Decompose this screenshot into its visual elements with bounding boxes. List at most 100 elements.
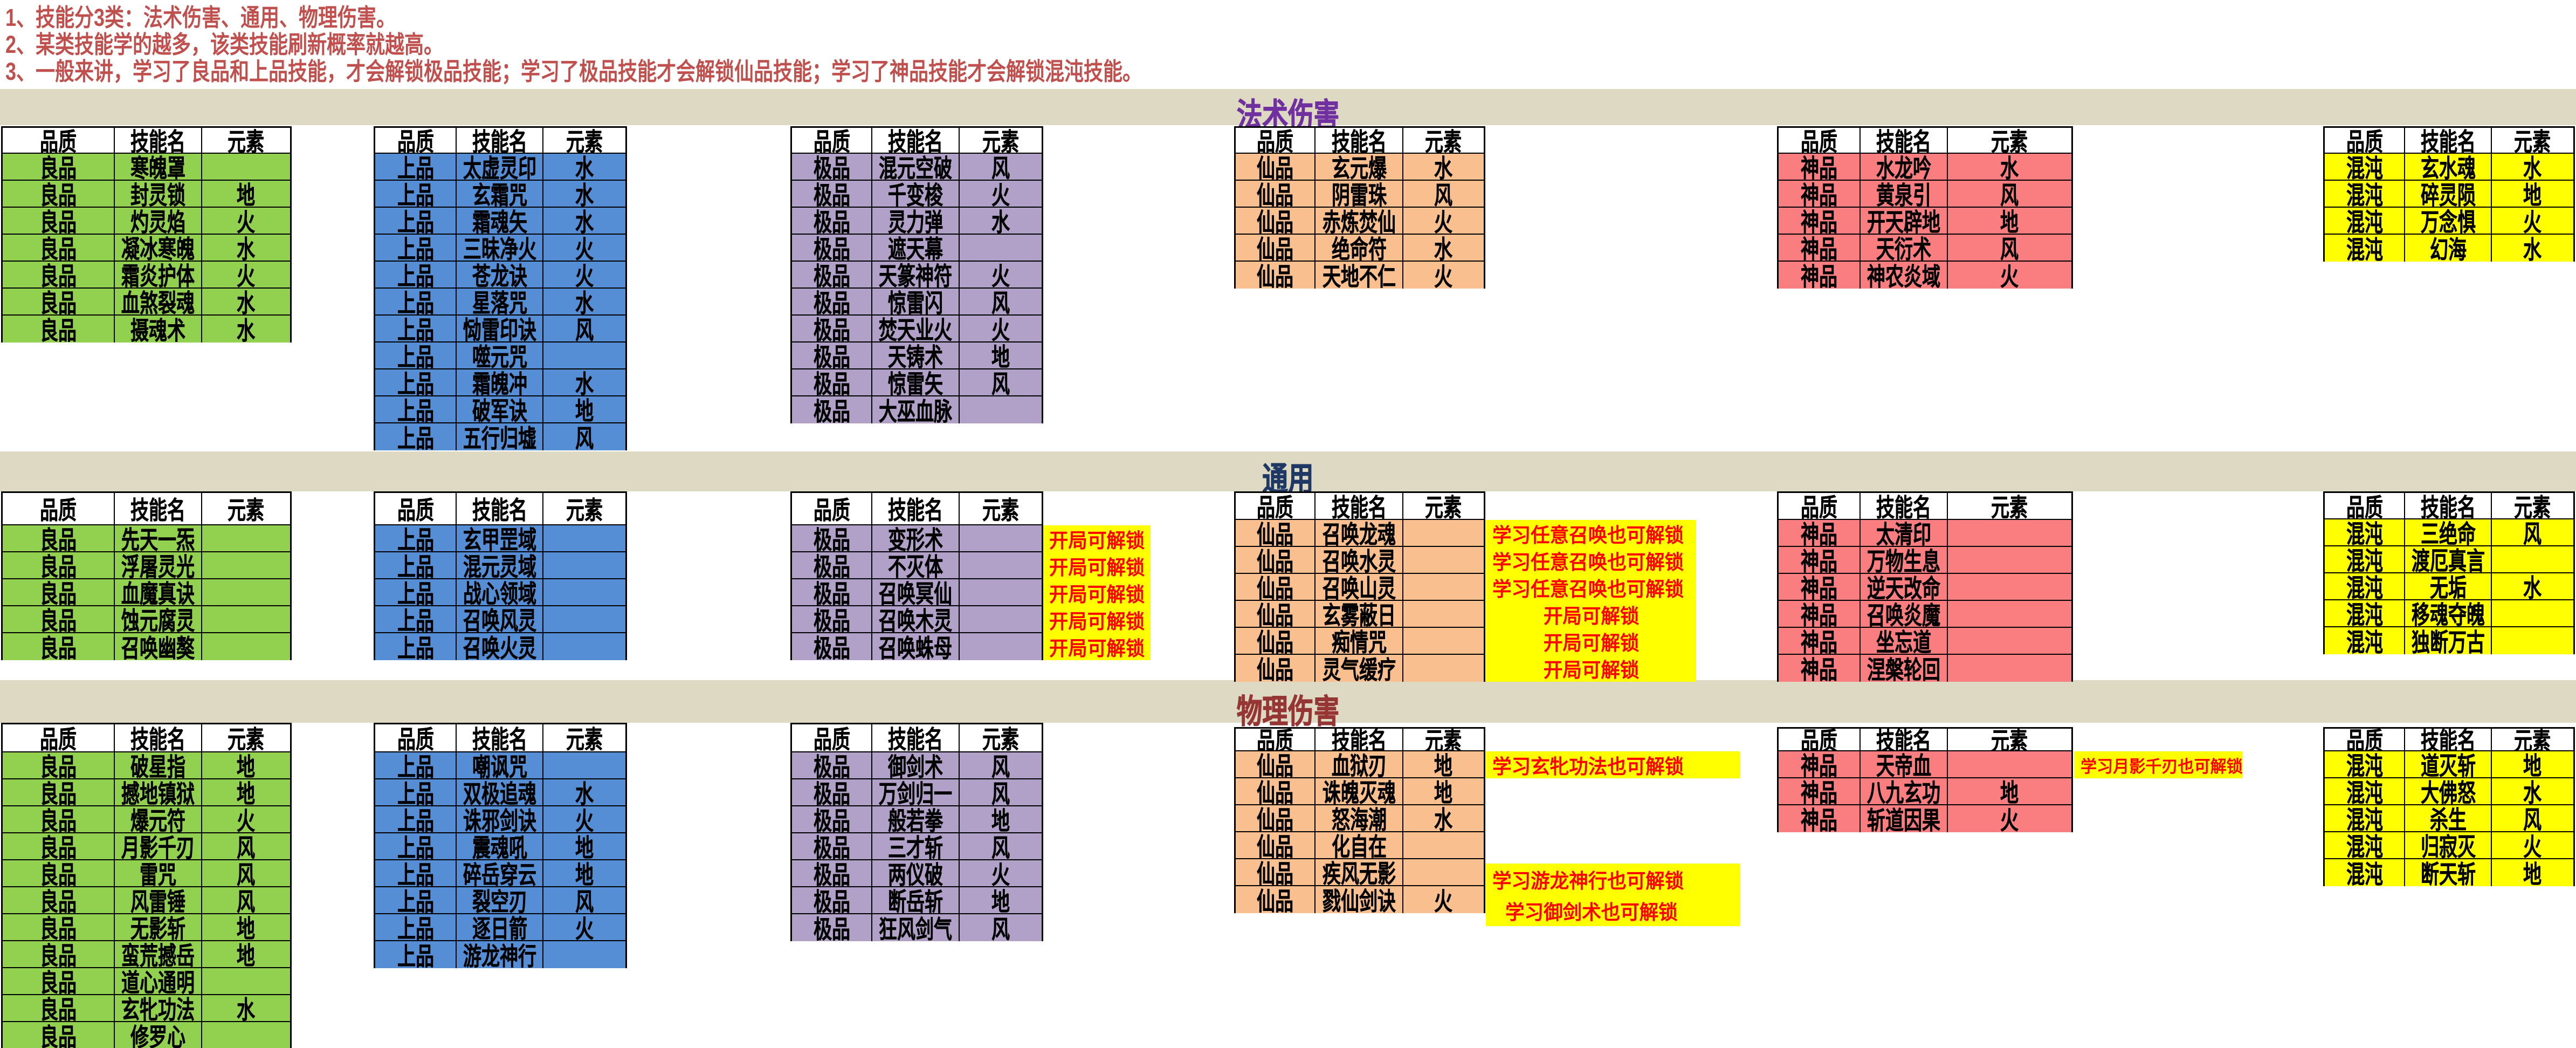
cell-quality[interactable]: 混沌 (2325, 600, 2406, 626)
cell-element[interactable] (2492, 600, 2573, 626)
header-cell-element[interactable]: 元素 (1947, 729, 2072, 750)
header-cell-element[interactable]: 元素 (543, 724, 625, 751)
cell-element[interactable] (1403, 520, 1484, 546)
cell-quality[interactable]: 神品 (1779, 547, 1861, 573)
cell-skill-name[interactable]: 断天斩 (2405, 859, 2492, 886)
cell-skill-name[interactable]: 先天一炁 (115, 525, 202, 551)
cell-element[interactable] (202, 1022, 290, 1048)
header-cell-skill[interactable]: 技能名 (1861, 128, 1948, 153)
cell-quality[interactable]: 极品 (792, 235, 873, 261)
cell-quality[interactable]: 上品 (375, 289, 457, 314)
cell-skill-name[interactable]: 召唤山灵 (1315, 574, 1403, 600)
cell-skill-name[interactable]: 霜炎护体 (115, 262, 202, 287)
cell-skill-name[interactable]: 玄甲罡域 (457, 525, 543, 551)
cell-element[interactable]: 地 (202, 941, 290, 967)
cell-element[interactable]: 风 (202, 860, 290, 886)
header-cell-skill[interactable]: 技能名 (2405, 493, 2492, 518)
cell-element[interactable]: 水 (202, 289, 290, 314)
cell-skill-name[interactable]: 修罗心 (115, 1022, 202, 1048)
cell-element[interactable] (1948, 655, 2071, 682)
cell-element[interactable]: 水 (960, 208, 1042, 234)
cell-skill-name[interactable]: 混元灵域 (457, 552, 543, 578)
header-cell-element[interactable]: 元素 (959, 724, 1042, 751)
cell-quality[interactable]: 神品 (1779, 154, 1861, 180)
cell-element[interactable] (960, 235, 1042, 261)
cell-element[interactable]: 地 (202, 779, 290, 805)
header-cell-skill[interactable]: 技能名 (2405, 128, 2492, 153)
cell-skill-name[interactable]: 逆天改命 (1861, 574, 1948, 600)
cell-element[interactable]: 水 (543, 208, 625, 234)
cell-skill-name[interactable]: 无影斩 (115, 914, 202, 940)
cell-element[interactable]: 水 (2492, 778, 2573, 804)
cell-skill-name[interactable]: 摄魂术 (115, 316, 202, 343)
cell-skill-name[interactable]: 霜魂矢 (457, 208, 543, 234)
cell-quality[interactable]: 极品 (792, 606, 873, 632)
cell-element[interactable] (1948, 628, 2071, 654)
cell-element[interactable] (1948, 751, 2071, 777)
cell-skill-name[interactable]: 道灭斩 (2405, 751, 2492, 777)
cell-quality[interactable]: 极品 (792, 752, 873, 778)
cell-skill-name[interactable]: 诛邪剑诀 (457, 806, 543, 832)
cell-element[interactable]: 水 (1403, 805, 1484, 831)
cell-skill-name[interactable]: 血魔真诀 (115, 579, 202, 605)
cell-element[interactable]: 火 (1948, 262, 2071, 289)
cell-quality[interactable]: 极品 (792, 181, 873, 207)
cell-quality[interactable]: 上品 (375, 343, 457, 368)
cell-skill-name[interactable]: 召唤水灵 (1315, 547, 1403, 573)
cell-element[interactable]: 风 (960, 779, 1042, 805)
cell-quality[interactable]: 混沌 (2325, 832, 2406, 858)
cell-element[interactable]: 火 (1403, 208, 1484, 234)
cell-element[interactable] (960, 396, 1042, 423)
cell-quality[interactable]: 仙品 (1236, 805, 1316, 831)
cell-quality[interactable]: 极品 (792, 396, 873, 423)
cell-quality[interactable]: 极品 (792, 552, 873, 578)
cell-quality[interactable]: 仙品 (1236, 628, 1316, 654)
cell-element[interactable]: 地 (543, 860, 625, 886)
header-cell-skill[interactable]: 技能名 (114, 493, 202, 524)
cell-element[interactable]: 火 (960, 262, 1042, 287)
cell-quality[interactable]: 极品 (792, 289, 873, 314)
cell-quality[interactable]: 仙品 (1236, 655, 1316, 682)
cell-element[interactable]: 火 (960, 181, 1042, 207)
cell-element[interactable]: 火 (202, 262, 290, 287)
cell-skill-name[interactable]: 无垢 (2405, 573, 2492, 599)
cell-skill-name[interactable]: 震魂吼 (457, 833, 543, 859)
cell-element[interactable] (1948, 520, 2071, 546)
cell-skill-name[interactable]: 游龙神行 (457, 941, 543, 968)
cell-quality[interactable]: 极品 (792, 779, 873, 805)
cell-quality[interactable]: 良品 (3, 860, 115, 886)
header-cell-element[interactable]: 元素 (959, 128, 1042, 153)
header-cell-skill[interactable]: 技能名 (1861, 729, 1948, 750)
cell-quality[interactable]: 混沌 (2325, 154, 2406, 180)
cell-skill-name[interactable]: 杀生 (2405, 805, 2492, 831)
cell-element[interactable] (960, 579, 1042, 605)
cell-skill-name[interactable]: 水龙吟 (1861, 154, 1948, 180)
header-cell-quality[interactable]: 品质 (3, 493, 115, 524)
cell-element[interactable] (2492, 546, 2573, 572)
cell-element[interactable]: 水 (543, 181, 625, 207)
cell-skill-name[interactable]: 苍龙诀 (457, 262, 543, 287)
cell-skill-name[interactable]: 大巫血脉 (872, 396, 960, 423)
cell-skill-name[interactable]: 天篆神符 (872, 262, 960, 287)
cell-skill-name[interactable]: 涅槃轮回 (1861, 655, 1948, 682)
header-cell-quality[interactable]: 品质 (1779, 128, 1861, 153)
cell-element[interactable]: 水 (543, 154, 625, 180)
cell-element[interactable]: 地 (202, 752, 290, 778)
cell-element[interactable]: 风 (960, 914, 1042, 941)
cell-quality[interactable]: 上品 (375, 806, 457, 832)
cell-element[interactable] (543, 579, 625, 605)
cell-quality[interactable]: 良品 (3, 289, 115, 314)
header-cell-element[interactable]: 元素 (202, 724, 291, 751)
cell-skill-name[interactable]: 恸雷印诀 (457, 316, 543, 341)
cell-quality[interactable]: 神品 (1779, 208, 1861, 234)
cell-element[interactable]: 地 (202, 914, 290, 940)
header-cell-quality[interactable]: 品质 (1779, 493, 1861, 519)
header-cell-skill[interactable]: 技能名 (457, 493, 543, 524)
cell-element[interactable] (960, 552, 1042, 578)
cell-element[interactable] (1403, 655, 1484, 682)
cell-skill-name[interactable]: 太虚灵印 (457, 154, 543, 180)
cell-skill-name[interactable]: 玄霜咒 (457, 181, 543, 207)
header-cell-skill[interactable]: 技能名 (872, 493, 960, 524)
cell-quality[interactable]: 混沌 (2325, 546, 2406, 572)
cell-skill-name[interactable]: 五行归墟 (457, 423, 543, 450)
